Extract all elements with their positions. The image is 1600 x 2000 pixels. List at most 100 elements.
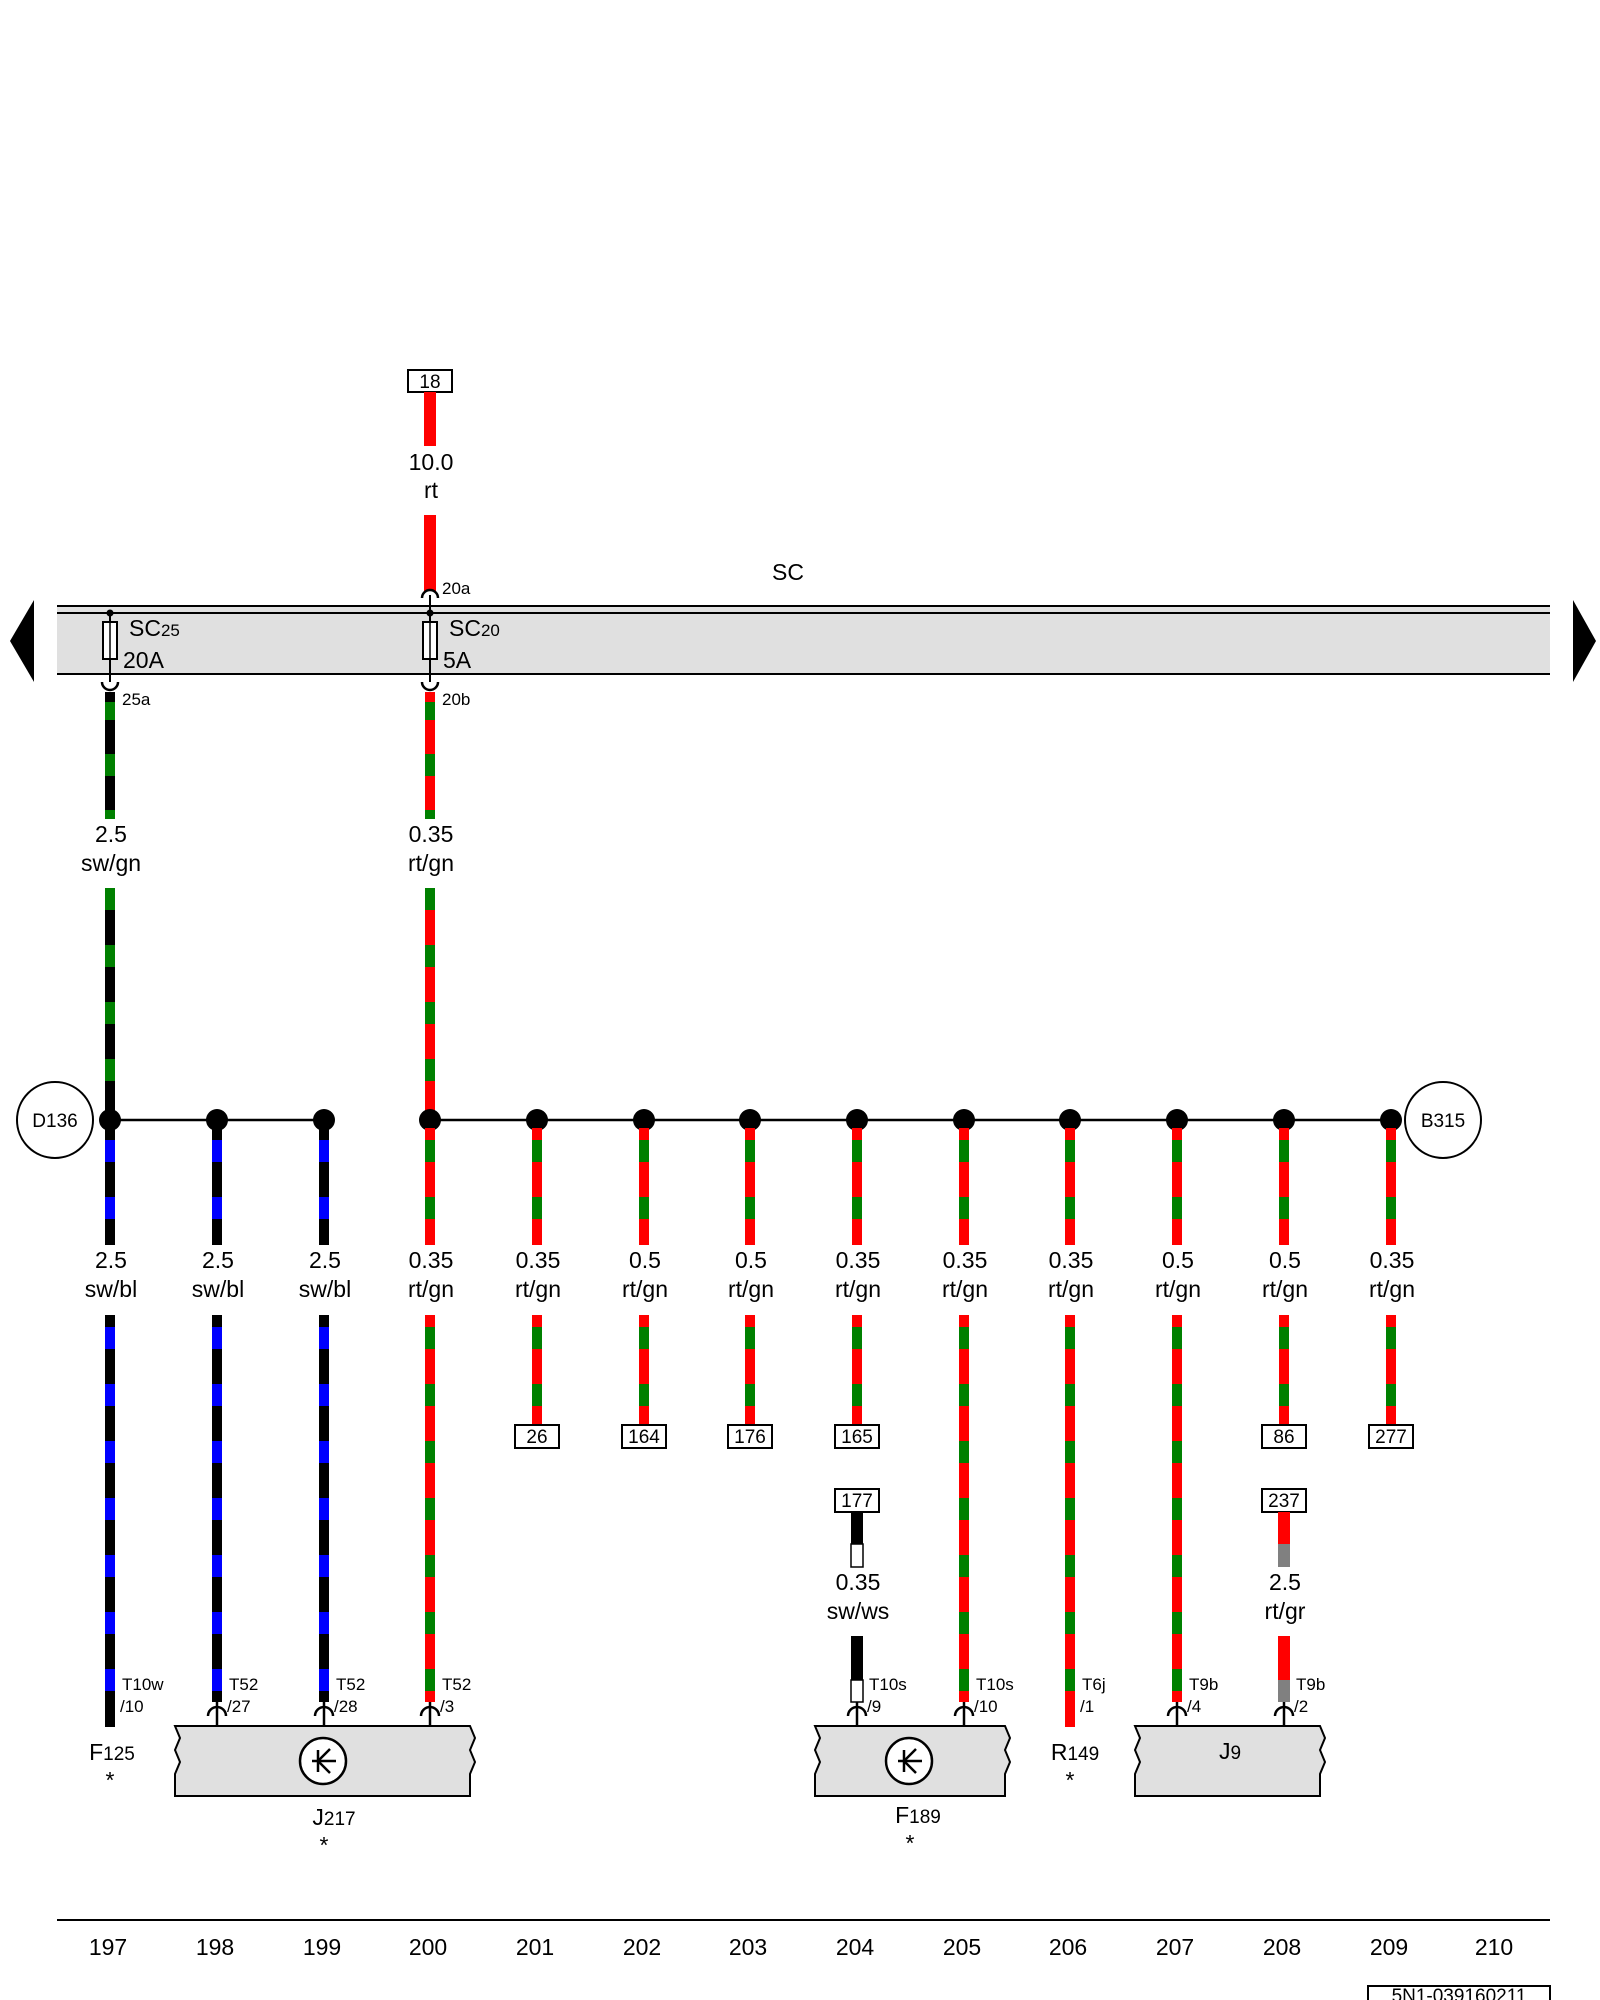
svg-text:D136: D136: [32, 1111, 77, 1132]
wire-stripe: [425, 888, 435, 910]
wire-color: rt/gn: [1048, 1276, 1094, 1302]
component-j9[interactable]: J9: [1133, 1725, 1327, 1797]
splice-node: [739, 1109, 761, 1131]
branch-wire-upper-stripe: [959, 1140, 969, 1162]
splice-node: [1059, 1109, 1081, 1131]
fuse-panel-body: [57, 606, 1550, 674]
branch-wire-upper: [852, 1128, 862, 1245]
branch-wire-lower-stripe: [425, 1669, 435, 1691]
branch-wire-upper: [1279, 1128, 1289, 1245]
wire-color: sw/bl: [85, 1276, 137, 1302]
component-j217[interactable]: J217 *: [173, 1725, 477, 1858]
component-f189[interactable]: F189 *: [813, 1725, 1012, 1856]
branch-wire-upper-stripe: [532, 1197, 542, 1219]
branch-wire-lower: [1386, 1315, 1396, 1425]
branch-wires: 2.5sw/bl2.5sw/bl2.5sw/bl0.35rt/gn0.35rt/…: [85, 1109, 1415, 1727]
column-number: 210: [1475, 1934, 1513, 1960]
component-r149[interactable]: R149 *: [1051, 1739, 1099, 1793]
wire-stripe: [105, 702, 115, 720]
wire-stripe: [425, 1002, 435, 1024]
svg-text:5N1-039160211: 5N1-039160211: [1392, 1986, 1527, 2000]
splice-node: [313, 1109, 335, 1131]
branch-wire-lower-stripe: [105, 1498, 115, 1520]
splice-point-d136[interactable]: D136: [16, 1081, 94, 1159]
branch-wire-lower-stripe: [1386, 1384, 1396, 1406]
column-number: 197: [89, 1934, 127, 1960]
fuse-rating: 5A: [443, 647, 472, 673]
connector-pin: /1: [1080, 1697, 1094, 1716]
wire-stripe: [105, 888, 115, 910]
branch-wire-lower: [852, 1315, 862, 1425]
component-f125[interactable]: F125 *: [89, 1739, 135, 1793]
wire-stripe: [425, 945, 435, 967]
wire-size: 2.5: [1269, 1569, 1301, 1595]
incoming-wire-stripe: [850, 1679, 864, 1703]
branch-wire-upper-stripe: [319, 1140, 329, 1162]
connector-pin: /10: [120, 1697, 144, 1716]
branch-wire-lower-stripe: [959, 1669, 969, 1691]
branch-wire-lower-stripe: [1065, 1327, 1075, 1349]
branch-wire-lower-stripe: [319, 1555, 329, 1577]
branch-wire-upper: [1065, 1128, 1075, 1245]
wire-color: rt/gn: [1369, 1276, 1415, 1302]
incoming-wire-stripe: [1278, 1544, 1290, 1567]
branch-wire-lower-stripe: [1172, 1327, 1182, 1349]
branch-wire-lower: [745, 1315, 755, 1425]
branch-wire-upper-stripe: [745, 1140, 755, 1162]
wire-color: rt/gn: [408, 1276, 454, 1302]
branch-wire-upper: [1172, 1128, 1182, 1245]
wire-color: rt/gn: [835, 1276, 881, 1302]
branch-wire-lower-stripe: [212, 1498, 222, 1520]
ref-box-label: 26: [526, 1427, 547, 1448]
branch-wire-lower-stripe: [1065, 1612, 1075, 1634]
triangle-left-icon[interactable]: [10, 600, 34, 682]
triangle-right-icon[interactable]: [1573, 600, 1596, 682]
branch-wire-upper-stripe: [212, 1140, 222, 1162]
splice-node: [526, 1109, 548, 1131]
branch-wire-lower-stripe: [1065, 1555, 1075, 1577]
connector-name: T9b: [1296, 1675, 1325, 1694]
branch-wire-lower-stripe: [425, 1327, 435, 1349]
branch-wire-lower-stripe: [319, 1327, 329, 1349]
branch-wire-upper-stripe: [852, 1140, 862, 1162]
branch-wire-lower-stripe: [1172, 1384, 1182, 1406]
column-number: 200: [409, 1934, 447, 1960]
column-number: 202: [623, 1934, 661, 1960]
splice-point-b315[interactable]: B315: [1404, 1081, 1482, 1159]
branch-wire-lower-stripe: [425, 1384, 435, 1406]
splice-node: [1166, 1109, 1188, 1131]
branch-wire-lower-stripe: [319, 1669, 329, 1691]
branch-wire-lower-stripe: [959, 1555, 969, 1577]
splice-node: [419, 1109, 441, 1131]
branch-wire-lower-stripe: [959, 1498, 969, 1520]
component-name: F125: [89, 1739, 135, 1765]
branch-wire-lower-stripe: [212, 1441, 222, 1463]
doc-id-box: 5N1-039160211: [1367, 1985, 1551, 2000]
wire-size: 0.35: [409, 821, 454, 847]
connector-pin: /9: [867, 1697, 881, 1716]
branch-wire-upper: [212, 1128, 222, 1245]
branch-wire-upper: [105, 1128, 115, 1245]
splice-node: [99, 1109, 121, 1131]
wire-stripe: [425, 754, 435, 776]
connector-name: T10w: [122, 1675, 164, 1694]
branch-wire-upper-stripe: [1386, 1140, 1396, 1162]
branch-wire-upper-stripe: [639, 1197, 649, 1219]
branch-wire-upper-stripe: [852, 1197, 862, 1219]
branch-wire-lower-stripe: [852, 1327, 862, 1349]
ref-box: [834, 1424, 880, 1449]
column-number: 207: [1156, 1934, 1194, 1960]
branch-wire-lower-stripe: [319, 1441, 329, 1463]
connector-pin-icon: [100, 681, 120, 692]
wire-stripe: [105, 810, 115, 819]
component-name: R149: [1051, 1739, 1099, 1765]
splice-node: [846, 1109, 868, 1131]
splice-node: [953, 1109, 975, 1131]
ref-box-label: 277: [1375, 1427, 1407, 1448]
connector-name: T52: [442, 1675, 471, 1694]
branch-wire-lower-stripe: [1065, 1384, 1075, 1406]
fuse-rating: 20A: [123, 647, 165, 673]
fuse-out-pin: 20b: [442, 690, 470, 709]
branch-wire-lower-stripe: [319, 1612, 329, 1634]
